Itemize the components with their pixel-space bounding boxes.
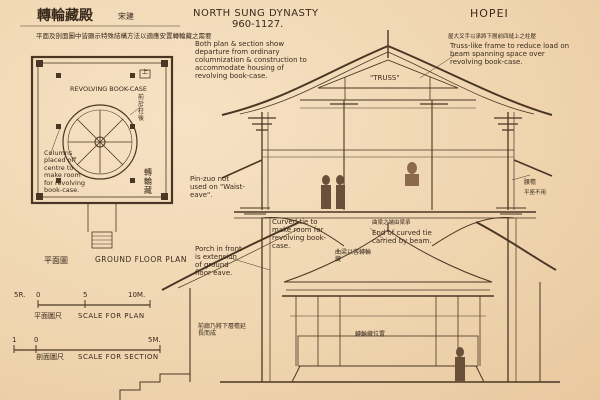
section-scale-chinese: 剖面圖尺 — [36, 353, 64, 361]
pingzuo-note: Pin-zuo not used on "Waist-eave". — [190, 175, 245, 200]
truss-label: "TRUSS" — [370, 74, 400, 82]
curved-end-note: End of curved tie carried by beam. — [372, 229, 432, 246]
section-drawing — [119, 30, 560, 400]
province-label: HOPEI — [470, 7, 509, 20]
section-scale-label: SCALE FOR SECTION — [78, 353, 159, 361]
section-scale-tick-1: 1 — [12, 336, 17, 344]
curved-end-chinese: 曲梁之端由梁承 — [372, 220, 411, 226]
curved-tie-note: Curved tie to make room for revolving bo… — [272, 218, 327, 251]
curved-tie-chinese: 曲梁以容轉輪藏 — [335, 249, 372, 263]
waist-eave-chinese: 腰檐 — [524, 179, 537, 186]
plan-scale-tick-10: 10M. — [128, 291, 146, 299]
human-figures — [321, 162, 465, 382]
plan-side-note-chinese: 前於柱後 — [138, 94, 145, 122]
plan-top-mark: 上 — [142, 69, 149, 76]
plan-scale-tick-0: 0 — [36, 291, 41, 299]
annotation-leaders — [229, 54, 531, 271]
revolving-bookcase-label: REVOLVING BOOK-CASE — [70, 85, 148, 93]
scale-bars — [13, 300, 161, 353]
pingzuo-chinese: 平座不用 — [524, 190, 547, 196]
columns-note: Columns placed off centre to make room f… — [44, 149, 86, 195]
truss-note-chinese: 屋大叉手以承將下層前四縫上之柱壓 — [448, 34, 537, 40]
floor-plan-chinese: 平面圖 — [44, 256, 68, 265]
dynasty-dates: 960-1127. — [232, 19, 284, 30]
floor-plan-label: GROUND FLOOR PLAN — [95, 255, 187, 264]
title-chinese: 轉輪藏殿 — [37, 8, 93, 24]
section-scale-tick-0: 0 — [34, 336, 39, 344]
floor-plan-drawing — [30, 55, 174, 249]
bookcase-position-chinese: 轉輪藏位置 — [355, 331, 386, 338]
truss-note: Truss-like frame to reduce load on beam … — [450, 42, 570, 67]
plan-bookcase-chinese: 轉輪藏 — [144, 168, 152, 196]
plan-scale-tick-5: 5 — [83, 291, 88, 299]
plan-scale-chinese: 平面圖尺 — [34, 312, 62, 320]
porch-note: Porch in front is extension of ground fl… — [195, 245, 242, 278]
departure-note: Both plan & section show departure from … — [195, 40, 307, 81]
dynasty-label: NORTH SUNG DYNASTY — [193, 8, 319, 19]
subtitle-chinese: 平面及剖面圖中皆顯示特殊結構方法以適應安置轉輪藏之需要 — [36, 32, 212, 40]
plan-scale-start: 5R. — [14, 291, 26, 299]
section-scale-tick-5: 5M. — [148, 336, 161, 344]
plan-scale-label: SCALE FOR PLAN — [78, 312, 145, 320]
title-dynasty-chinese: 宋建 — [118, 12, 134, 21]
porch-note-chinese: 前廊乃將下層檐延長而成 — [198, 323, 247, 337]
